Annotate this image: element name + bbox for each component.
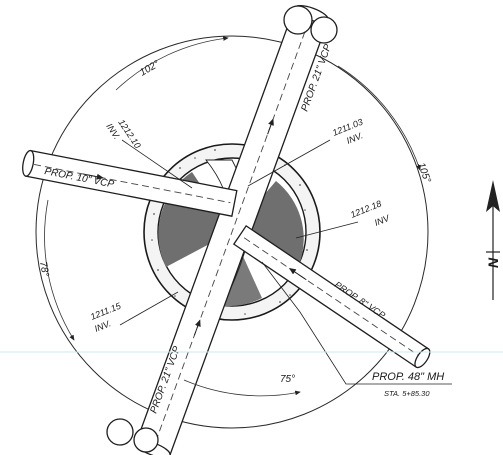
angle-right: 105° — [415, 161, 432, 184]
pipe-21-north-end — [283, 5, 313, 35]
angle-reference-circle — [35, 35, 429, 429]
pipe-10-west — [22, 149, 238, 217]
angle-left: 78° — [37, 261, 50, 278]
pipe-21-south-end — [106, 418, 134, 446]
manhole-station: STA. 5+85.30 — [384, 389, 430, 398]
pipe-8-southeast — [232, 224, 431, 369]
invert-southwest-inv: INV. — [93, 318, 112, 334]
angle-top-left: 102° — [138, 59, 161, 79]
north-arrow-icon — [486, 180, 500, 212]
leader-lines — [119, 139, 452, 385]
north-arrow-letter: N — [485, 257, 501, 268]
invert-east-inv: INV — [373, 213, 392, 228]
invert-north-inv: INV. — [345, 130, 364, 146]
bench-east — [232, 181, 304, 262]
angle-dimensions — [44, 36, 421, 397]
angle-bottom: 75° — [280, 374, 295, 385]
manhole-title: PROP. 48" MH — [372, 371, 444, 383]
north-arrow: N — [485, 180, 501, 300]
